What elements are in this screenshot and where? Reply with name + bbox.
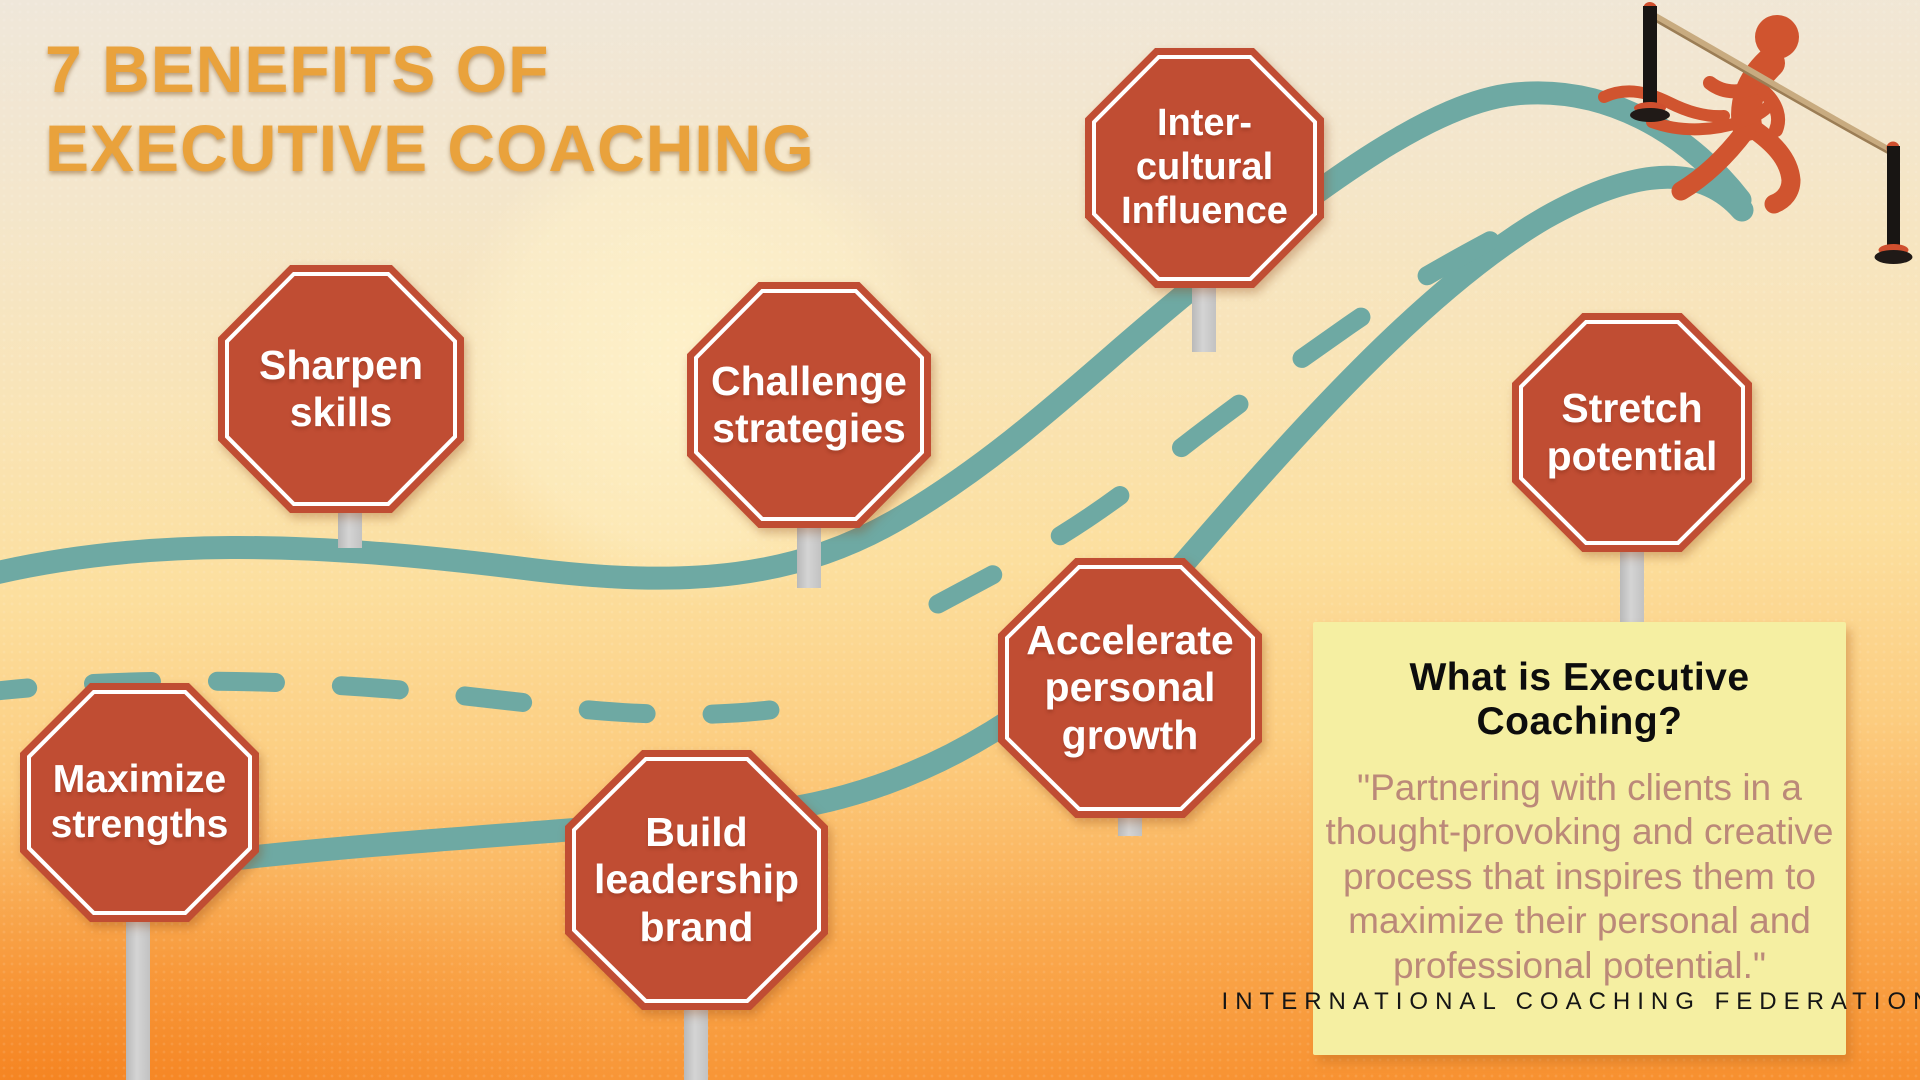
info-box-quote: "Partnering with clients in a thought-pr… [1325,767,1834,986]
sign-sharpen-skills: Sharpen skills [218,265,464,513]
sign-stretch-potential: Stretch potential [1512,313,1752,552]
broken-ribbon-right [1646,97,1777,136]
page-title: 7 BENEFITS OF EXECUTIVE COACHING [45,30,815,188]
info-box-heading: What is Executive Coaching? [1409,656,1750,743]
sign-post-intercultural [1192,285,1216,352]
sign-post-challenge [797,525,821,588]
finish-post-right [1874,141,1913,264]
sign-post-sharpen [338,510,362,548]
sign-intercultural-influence: Inter- cultural Influence [1085,48,1324,288]
sign-label: Challenge strategies [711,357,907,451]
runner-rear-leg [1671,120,1756,201]
finish-tape-shadow-edge [1650,16,1893,157]
sign-accelerate-personal-growth: Accelerate personal growth [998,558,1262,818]
sign-challenge-strategies: Challenge strategies [687,282,931,528]
sign-label: Build leadership brand [593,809,800,950]
sign-label: Accelerate personal growth [1026,617,1234,758]
info-box: What is Executive Coaching? "Partnering … [1222,622,1920,1055]
sign-label: Sharpen skills [258,341,424,435]
sign-post-accelerate [1118,814,1142,836]
road-upper-edge [0,81,1752,590]
road-center-dashes-hill [928,202,1555,614]
sign-build-leadership-brand: Build leadership brand [565,750,828,1010]
page-title-line1: 7 BENEFITS OF [45,32,550,106]
runner-rear-arm [1757,85,1786,137]
sign-post-maximize [126,918,150,1080]
sign-post-stretch [1620,549,1644,630]
runner-head [1755,15,1799,59]
runner-front-leg [1742,118,1801,214]
sign-post-build [684,1006,708,1080]
page-title-line2: EXECUTIVE COACHING [45,111,815,186]
runner-icon [1598,15,1801,214]
finish-tape [1649,10,1894,156]
finish-line-group [1598,2,1913,264]
broken-ribbon-left [1598,85,1730,123]
finish-post-left [1630,2,1670,122]
road-center-dashes-flat [0,671,820,724]
sign-label: Maximize strengths [50,757,229,846]
sign-label: Stretch potential [1546,385,1718,479]
info-box-attribution: INTERNATIONAL COACHING FEDERATION [1221,987,1920,1015]
sign-maximize-strengths: Maximize strengths [20,683,259,922]
sign-label: Inter- cultural Influence [1121,102,1288,232]
runner-front-arm [1703,76,1769,99]
